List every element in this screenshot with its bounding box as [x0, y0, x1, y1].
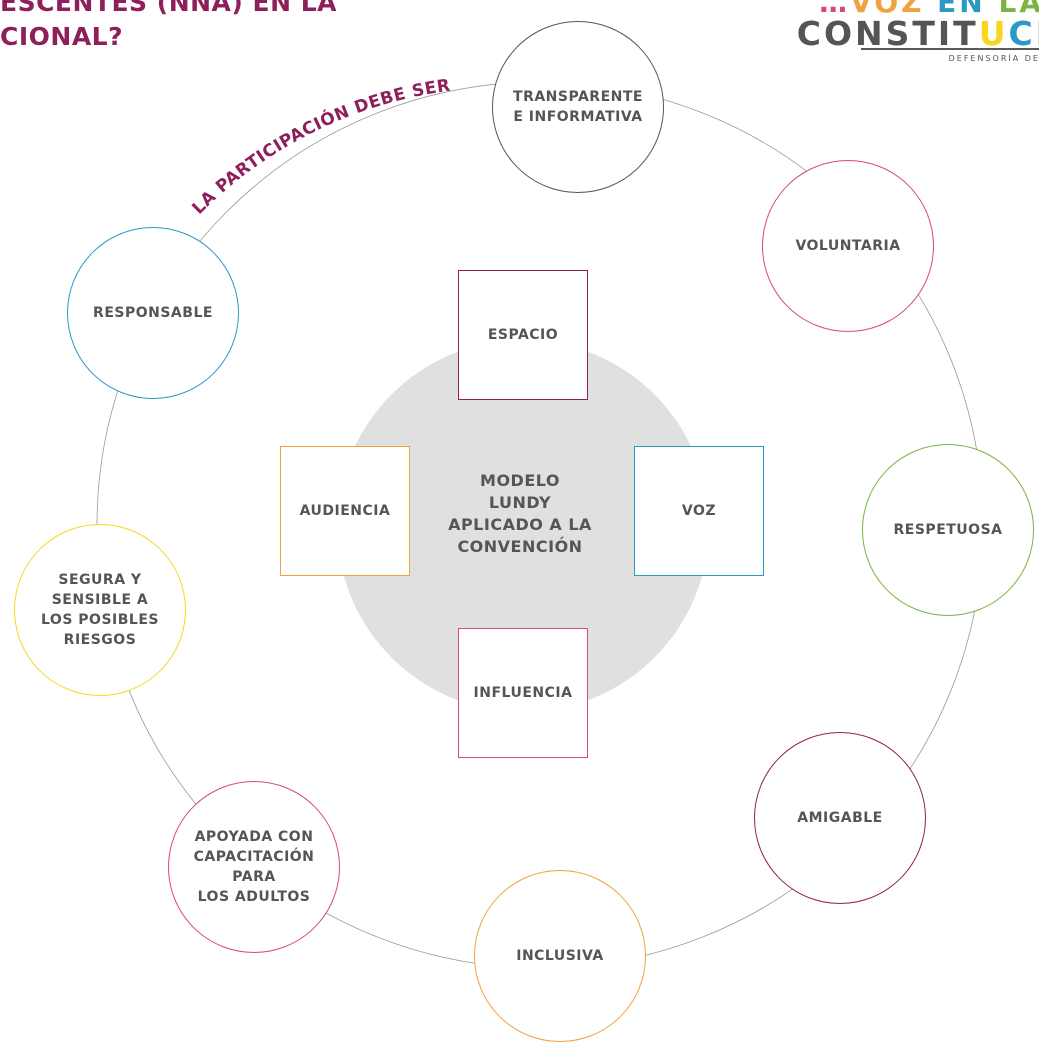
brand-line-1: …VOZ EN LA	[819, 0, 1039, 19]
brand-logo: …VOZ EN LA CONSTITUCI DEFENSORÍA DE L	[797, 0, 1039, 66]
lundy-espacio: ESPACIO	[458, 270, 588, 400]
lundy-audiencia: AUDIENCIA	[280, 446, 410, 576]
lundy-influencia: INFLUENCIA	[458, 628, 588, 758]
brand-rule	[861, 48, 1039, 50]
principle-amigable: AMIGABLE	[754, 732, 926, 904]
lundy-voz: VOZ	[634, 446, 764, 576]
center-label: MODELO LUNDY APLICADO A LA CONVENCIÓN	[448, 471, 592, 556]
brand-line-2: CONSTITUCI	[796, 14, 1039, 53]
principle-responsable: RESPONSABLE	[67, 227, 239, 399]
principle-inclusiva: INCLUSIVA	[474, 870, 646, 1042]
principle-voluntaria: VOLUNTARIA	[762, 160, 934, 332]
arc-label: LA PARTICIPACIÓN DEBE SER	[188, 76, 451, 219]
page-title: ESCENTES (NNA) EN LA CIONAL?	[0, 0, 338, 51]
brand-line-3: DEFENSORÍA DE L	[948, 54, 1039, 63]
principle-segura: SEGURA Y SENSIBLE A LOS POSIBLES RIESGOS	[14, 524, 186, 696]
principle-transparente: TRANSPARENTE E INFORMATIVA	[492, 21, 664, 193]
principle-apoyada: APOYADA CON CAPACITACIÓN PARA LOS ADULTO…	[168, 781, 340, 953]
principle-respetuosa: RESPETUOSA	[862, 444, 1034, 616]
